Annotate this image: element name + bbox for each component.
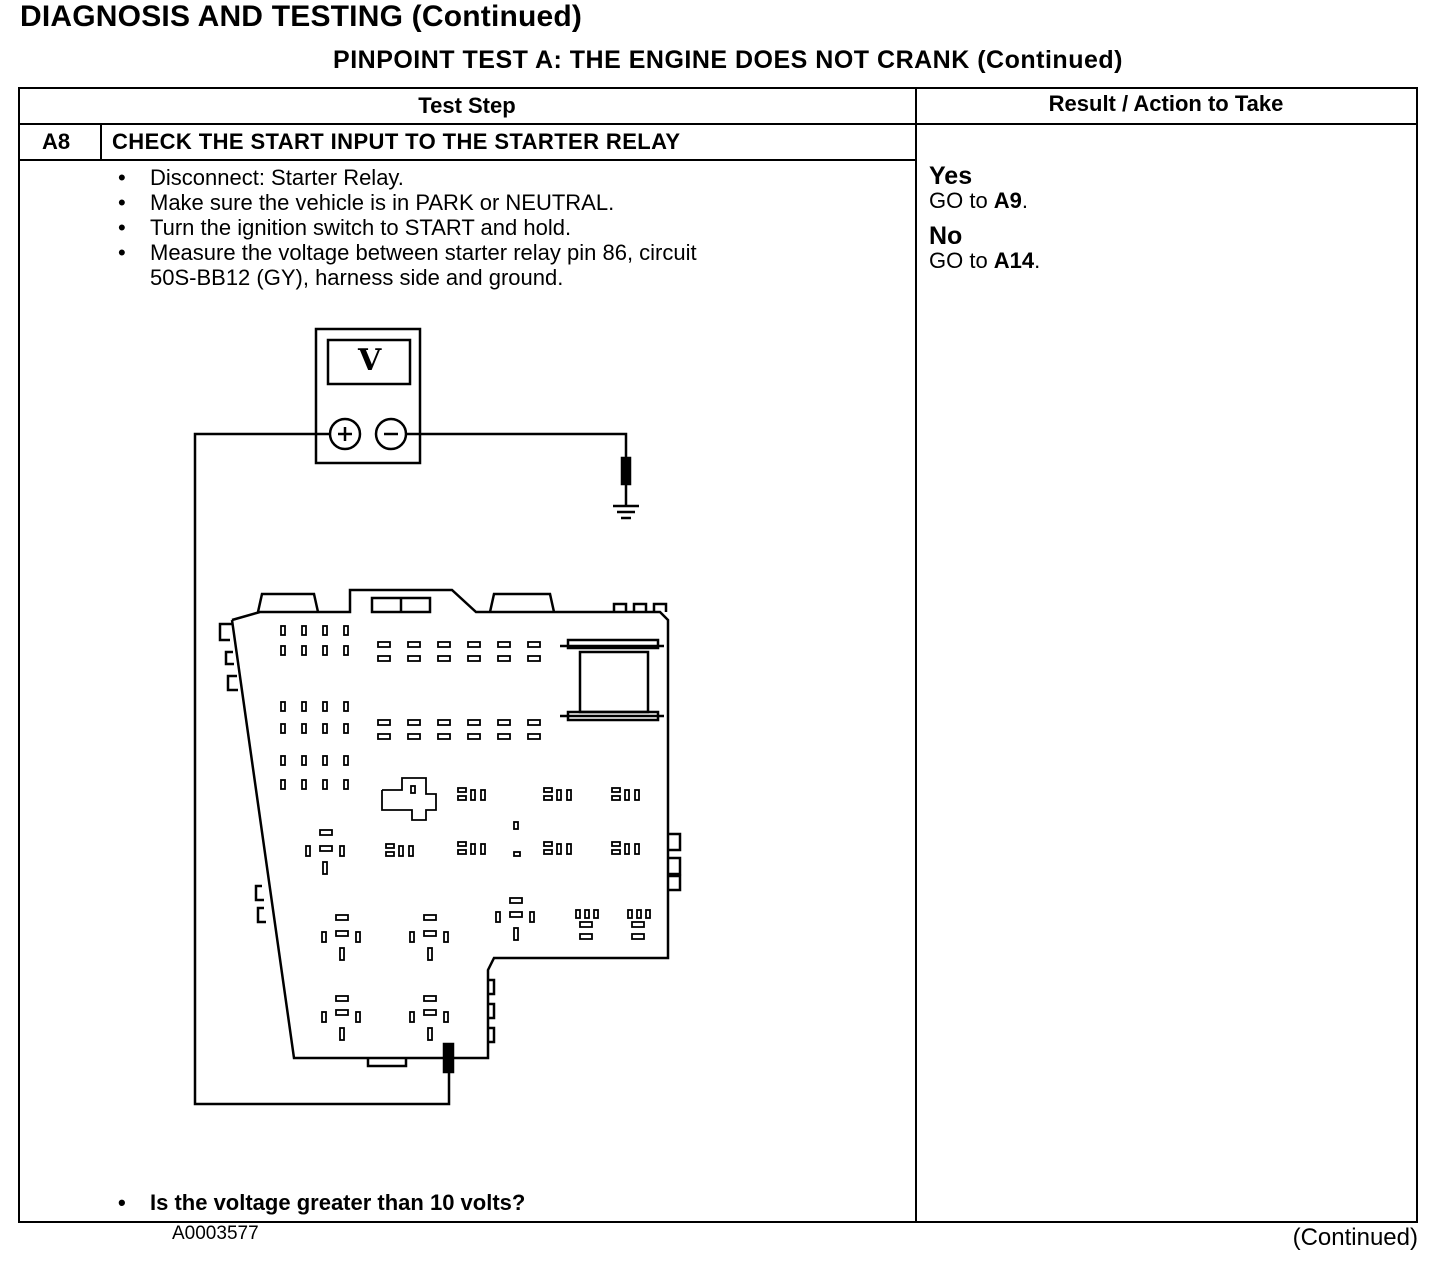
result-no: No GO to A14. [929, 223, 1040, 273]
header-test-step: Test Step [418, 93, 516, 118]
fuse-slots [280, 625, 651, 1041]
test-table: Test Step Result / Action to Take A8 CHE… [18, 87, 1418, 1244]
action-item: Make sure the vehicle is in PARK or NEUT… [118, 190, 697, 215]
result-answer: No [929, 222, 963, 250]
goto-link[interactable]: A9 [993, 188, 1022, 213]
step-actions: Disconnect: Starter Relay. Make sure the… [118, 165, 697, 290]
fuse-relay-box [230, 588, 670, 1060]
voltmeter-body [314, 327, 422, 465]
step-number: A8 [42, 129, 71, 154]
relay-socket [578, 650, 650, 714]
negative-lead [406, 432, 628, 458]
page-title: DIAGNOSIS AND TESTING (Continued) [20, 0, 583, 33]
action-item: Measure the voltage between starter rela… [118, 240, 697, 265]
positive-lead [193, 432, 451, 1106]
action-item: Turn the ignition switch to START and ho… [118, 215, 697, 240]
step-question: Is the voltage greater than 10 volts? [118, 1190, 525, 1216]
action-item-continued: 50S-BB12 (GY), harness side and ground. [150, 265, 564, 290]
result-action: GO to A14. [929, 248, 1041, 273]
ground-icon [613, 504, 639, 520]
goto-link[interactable]: A14 [993, 248, 1035, 273]
result-answer: Yes [929, 162, 973, 190]
voltmeter-display [326, 338, 412, 386]
meter-symbol: V [358, 343, 382, 378]
pinpoint-test-title: PINPOINT TEST A: THE ENGINE DOES NOT CRA… [333, 46, 1123, 74]
step-heading: CHECK THE START INPUT TO THE STARTER REL… [112, 129, 681, 154]
result-action: GO to A9. [929, 188, 1029, 213]
header-result-action: Result / Action to Take [1048, 91, 1284, 116]
figure-id: A0003577 [172, 1223, 259, 1244]
action-item: Disconnect: Starter Relay. [118, 165, 697, 190]
continued-footer: (Continued) [1292, 1224, 1418, 1251]
result-yes: Yes GO to A9. [929, 163, 1028, 213]
